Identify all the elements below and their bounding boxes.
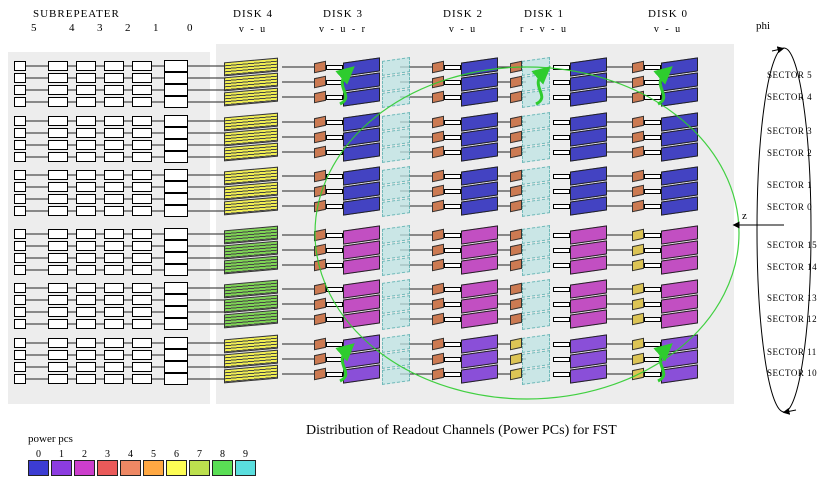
subrepeater-index: 4 — [69, 22, 75, 34]
legend-swatch — [120, 460, 141, 476]
z-axis-label: z — [742, 210, 747, 222]
legend-swatch — [189, 460, 210, 476]
legend-index: 0 — [36, 449, 41, 460]
sector-label: SECTOR 15 — [767, 240, 818, 250]
disk-header-axes: v - u — [448, 24, 478, 35]
sector-label: SECTOR 3 — [767, 126, 813, 136]
legend-index: 1 — [59, 449, 64, 460]
sector-label: SECTOR 14 — [767, 262, 818, 272]
sector-label: SECTOR 5 — [767, 70, 813, 80]
subrepeater-panel — [8, 52, 210, 404]
sector-label: SECTOR 2 — [767, 148, 813, 158]
legend-swatch — [28, 460, 49, 476]
powerpc-legend: power pcs 0 1 2 3 4 5 6 7 8 9 — [28, 433, 258, 476]
disk-header-axes: v - u — [238, 24, 268, 35]
disk-header: DISK 0 v - u — [623, 8, 713, 35]
sector-label: SECTOR 12 — [767, 314, 818, 324]
disk-header: DISK 1 r - v - u — [499, 8, 589, 35]
legend-swatch — [143, 460, 164, 476]
legend-swatch — [212, 460, 233, 476]
legend-index: 9 — [243, 449, 248, 460]
legend-index: 6 — [174, 449, 179, 460]
phi-bottom-arrow — [782, 407, 797, 415]
subrepeater-indices: 5 4 3 2 1 0 — [0, 22, 220, 36]
disk-header: DISK 4 v - u — [208, 8, 298, 35]
sector-label: SECTOR 1 — [767, 180, 813, 190]
phi-top-arrow — [771, 46, 785, 54]
legend-index: 3 — [105, 449, 110, 460]
sector-label: SECTOR 4 — [767, 92, 813, 102]
legend-index: 2 — [82, 449, 87, 460]
disk-header-label: DISK 0 — [648, 8, 688, 20]
sector-label: SECTOR 0 — [767, 202, 813, 212]
subrepeater-header-label: SUBREPEATER — [33, 8, 120, 20]
legend-index: 7 — [197, 449, 202, 460]
disk-header-label: DISK 3 — [323, 8, 363, 20]
subrepeater-index: 5 — [31, 22, 37, 34]
subrepeater-index: 0 — [187, 22, 193, 34]
sector-label: SECTOR 11 — [767, 347, 817, 357]
disk-header-label: DISK 1 — [524, 8, 564, 20]
legend-swatch — [74, 460, 95, 476]
subrepeater-index: 2 — [125, 22, 131, 34]
subrepeater-index: 1 — [153, 22, 159, 34]
disk-header: DISK 2 v - u — [418, 8, 508, 35]
disk-header-label: DISK 4 — [233, 8, 273, 20]
disk-header: DISK 3 v - u - r — [298, 8, 388, 35]
legend-index: 5 — [151, 449, 156, 460]
diagram-title: Distribution of Readout Channels (Power … — [306, 423, 617, 438]
legend-title: power pcs — [28, 433, 73, 445]
legend-swatch — [235, 460, 256, 476]
disk-header-label: DISK 2 — [443, 8, 483, 20]
disks-panel — [216, 44, 734, 404]
phi-z-axis-graphic — [732, 46, 812, 415]
subrepeater-index: 3 — [97, 22, 103, 34]
sector-label: SECTOR 13 — [767, 293, 818, 303]
legend-index: 4 — [128, 449, 133, 460]
legend-swatch — [51, 460, 72, 476]
legend-swatches-row — [28, 460, 258, 476]
phi-axis-label: phi — [756, 20, 771, 32]
legend-index: 8 — [220, 449, 225, 460]
legend-swatch — [97, 460, 118, 476]
sector-label: SECTOR 10 — [767, 368, 818, 378]
legend-indices-row: 0 1 2 3 4 5 6 7 8 9 — [28, 448, 258, 460]
legend-swatch — [166, 460, 187, 476]
disk-header-axes: r - v - u — [520, 24, 568, 35]
disk-header-axes: v - u — [653, 24, 683, 35]
phi-ellipse — [756, 47, 812, 413]
disk-header-axes: v - u - r — [319, 24, 367, 35]
